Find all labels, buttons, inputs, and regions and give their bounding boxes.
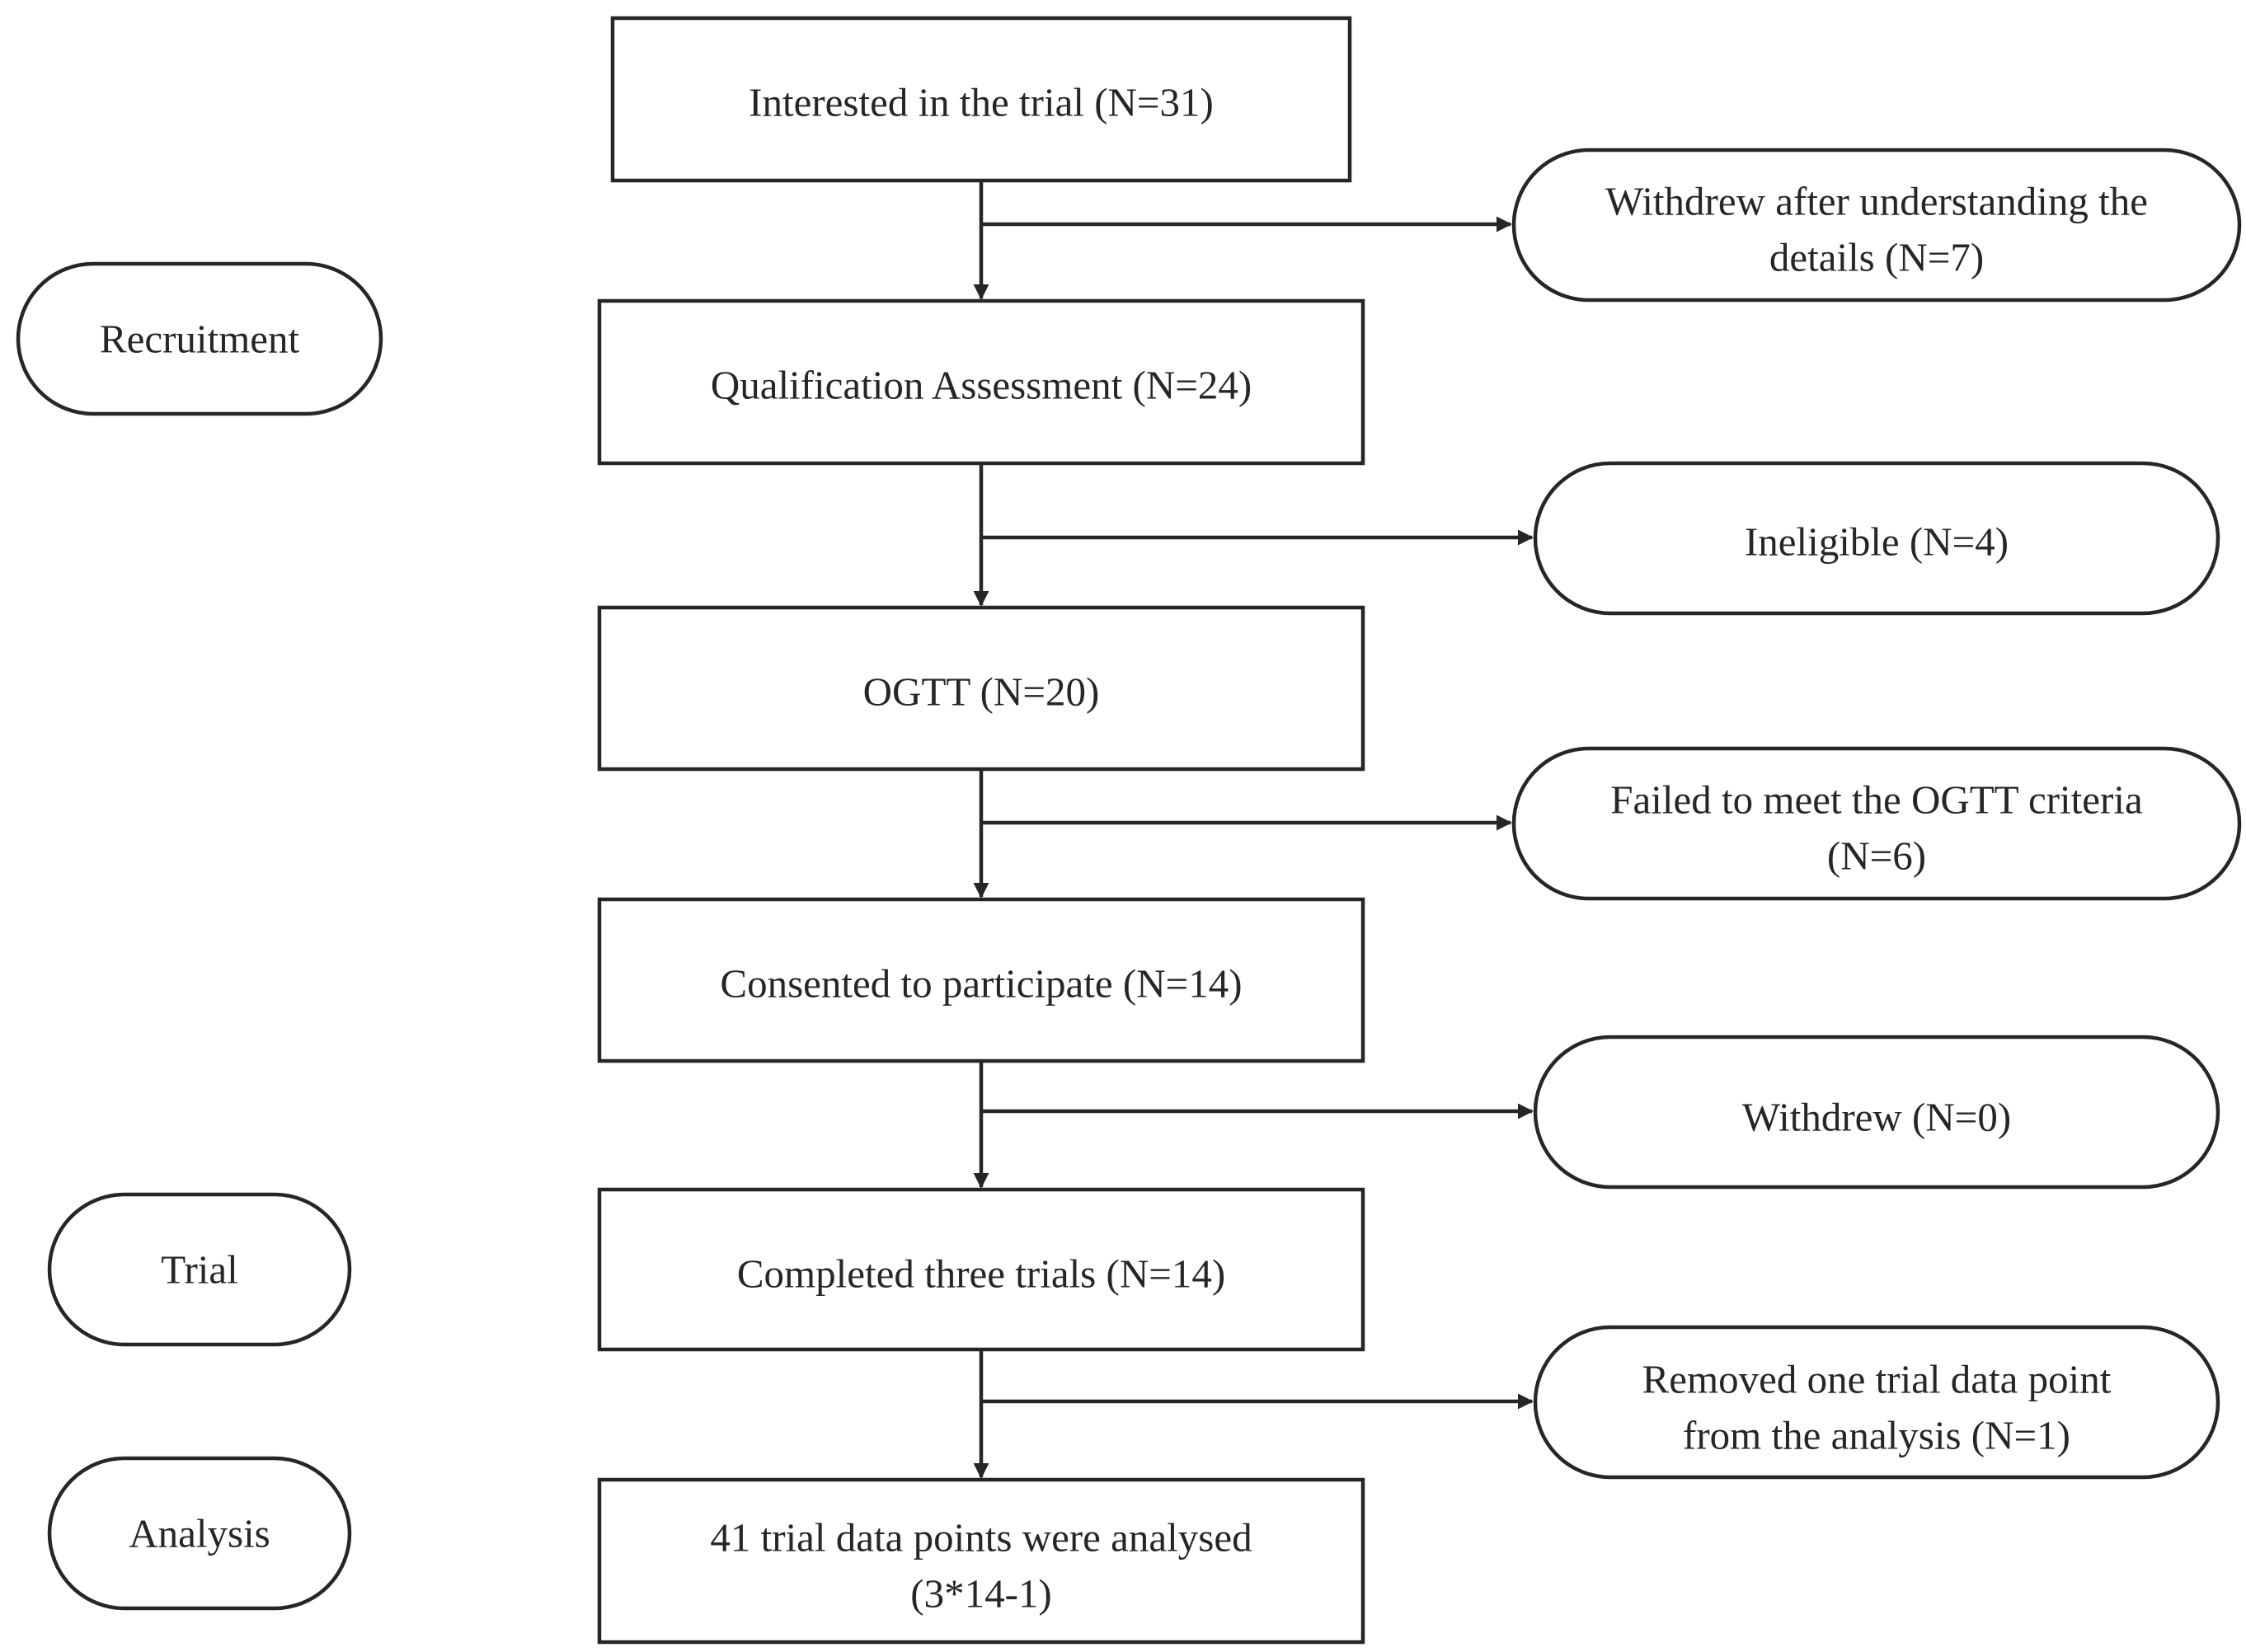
step-consented-text: Consented to participate (N=14) xyxy=(720,961,1242,1007)
exclusion-withdrew-details: Withdrew after understanding the details… xyxy=(1511,148,2242,303)
exclusion-removed: Removed one trial data point from the an… xyxy=(1533,1325,2220,1480)
exclusion-withdrew: Withdrew (N=0) xyxy=(1533,1035,2220,1190)
step-qualification: Qualification Assessment (N=24) xyxy=(597,298,1365,466)
stage-recruitment-label: Recruitment xyxy=(100,317,300,362)
step-interested: Interested in the trial (N=31) xyxy=(610,16,1352,183)
exclusion-failed-ogtt: Failed to meet the OGTT criteria (N=6) xyxy=(1511,746,2242,901)
step-analysed-line-1: 41 trial data points were analysed xyxy=(710,1515,1252,1560)
step-qualification-text: Qualification Assessment (N=24) xyxy=(711,363,1252,408)
stage-trial: Trial xyxy=(47,1192,352,1347)
exclusion-failed-ogtt-line-1: Failed to meet the OGTT criteria xyxy=(1610,777,2143,823)
exclusion-withdrew-details-line-1: Withdrew after understanding the xyxy=(1605,179,2148,224)
step-analysed: 41 trial data points were analysed (3*14… xyxy=(597,1477,1365,1645)
step-analysed-line-2: (3*14-1) xyxy=(910,1571,1051,1617)
exclusion-ineligible-text: Ineligible (N=4) xyxy=(1745,519,2009,565)
step-ogtt: OGTT (N=20) xyxy=(597,605,1365,772)
stage-recruitment: Recruitment xyxy=(16,261,383,416)
exclusion-removed-line-1: Removed one trial data point xyxy=(1642,1357,2112,1402)
exclusion-failed-ogtt-line-2: (N=6) xyxy=(1827,833,1926,879)
stage-analysis-label: Analysis xyxy=(129,1511,270,1556)
step-ogtt-text: OGTT (N=20) xyxy=(863,669,1100,715)
exclusion-withdrew-text: Withdrew (N=0) xyxy=(1742,1095,2011,1140)
step-completed-text: Completed three trials (N=14) xyxy=(737,1251,1225,1297)
exclusion-withdrew-details-line-2: details (N=7) xyxy=(1769,235,1984,280)
exclusion-arrows xyxy=(981,216,1534,1410)
step-interested-text: Interested in the trial (N=31) xyxy=(749,80,1214,125)
step-completed: Completed three trials (N=14) xyxy=(597,1187,1365,1352)
stage-trial-label: Trial xyxy=(161,1247,238,1293)
stage-analysis: Analysis xyxy=(47,1456,352,1611)
exclusion-ineligible: Ineligible (N=4) xyxy=(1533,461,2220,616)
step-consented: Consented to participate (N=14) xyxy=(597,897,1365,1063)
exclusion-removed-line-2: from the analysis (N=1) xyxy=(1683,1413,2070,1458)
